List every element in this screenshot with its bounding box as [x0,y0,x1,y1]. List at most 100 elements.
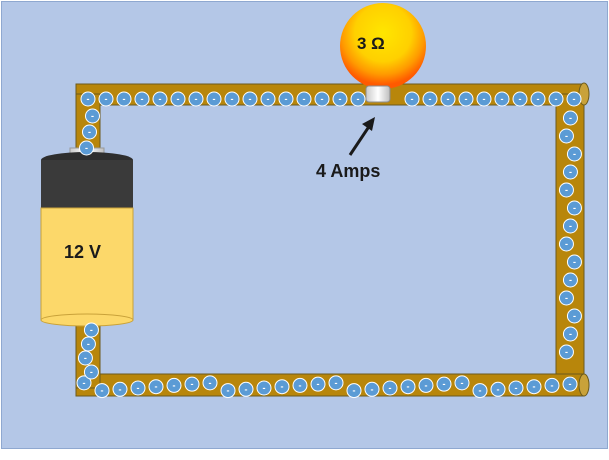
electron [566,200,582,216]
electron-sign: - [245,384,248,394]
light-bulb [340,3,426,103]
electron-sign: - [91,111,94,121]
electron [238,381,254,397]
electron-sign: - [191,379,194,389]
current-arrow [348,117,375,156]
electron [562,272,578,288]
battery-cap [41,160,133,210]
electron-sign: - [321,94,324,104]
electron [490,381,506,397]
electron-sign: - [227,386,230,396]
electron-sign: - [267,94,270,104]
electron-sign: - [515,383,518,393]
electron-sign: - [479,386,482,396]
electron-sign: - [555,94,558,104]
electron [458,91,474,107]
electron [80,336,96,352]
electron-sign: - [443,379,446,389]
electron [562,326,578,342]
electron [256,380,272,396]
electron-sign: - [335,378,338,388]
electron [562,218,578,234]
electron-sign: - [119,384,122,394]
electron [418,377,434,393]
electron-sign: - [159,94,162,104]
electron-sign: - [281,382,284,392]
electron-sign: - [565,131,568,141]
electron [76,375,92,391]
electron [454,375,470,391]
electron-sign: - [425,380,428,390]
electron [400,379,416,395]
electron-sign: - [137,383,140,393]
electron-sign: - [303,94,306,104]
electron-sign: - [565,185,568,195]
electron-sign: - [447,94,450,104]
electron [242,91,258,107]
electron [116,91,132,107]
battery-voltage-label: 12 V [64,242,102,262]
electron-sign: - [411,94,414,104]
electron [544,377,560,393]
electron [436,376,452,392]
electron-sign: - [497,384,500,394]
electron-sign: - [537,94,540,104]
electron [548,91,564,107]
electron [566,308,582,324]
electron [83,322,99,338]
electron-sign: - [249,94,252,104]
electron-sign: - [501,94,504,104]
electron [134,91,150,107]
electron-sign: - [533,382,536,392]
electron-sign: - [84,353,87,363]
electron-sign: - [155,382,158,392]
electron [350,91,366,107]
electron-sign: - [569,113,572,123]
electron-group: - - - - - - - - - - - - - - - - - - - - - - - - - - - - - - - - - - - - - - - -… [76,91,582,399]
electron-sign: - [429,94,432,104]
electron [526,379,542,395]
electron-sign: - [263,383,266,393]
electron-sign: - [573,149,576,159]
electron-sign: - [339,94,342,104]
electron-sign: - [565,239,568,249]
electron-sign: - [317,379,320,389]
electron [472,383,488,399]
electron [170,91,186,107]
electron-sign: - [285,94,288,104]
electron-sign: - [101,386,104,396]
electron [184,376,200,392]
electron [82,124,97,140]
electron-sign: - [573,311,576,321]
electron [260,91,276,107]
electron-sign: - [105,94,108,104]
electron [566,146,582,162]
electron [188,91,204,107]
electron [296,91,312,107]
electron [346,383,362,399]
electron [94,383,110,399]
electron-sign: - [357,94,360,104]
electron [77,350,93,366]
electron-sign: - [371,384,374,394]
electron-sign: - [141,94,144,104]
electron [530,91,546,107]
electron-sign: - [569,167,572,177]
electron-sign: - [389,383,392,393]
electron [202,375,218,391]
battery-body [40,207,134,321]
electron [382,380,398,396]
electron-sign: - [85,143,88,153]
electron [494,91,510,107]
electron [85,108,100,124]
electron-sign: - [90,367,93,377]
electron-sign: - [407,382,410,392]
electron [220,383,236,399]
electron [476,91,492,107]
electron [310,376,326,392]
bulb-glass [340,3,426,89]
electron-sign: - [90,325,93,335]
electron-sign: - [569,379,572,389]
electron-sign: - [565,293,568,303]
